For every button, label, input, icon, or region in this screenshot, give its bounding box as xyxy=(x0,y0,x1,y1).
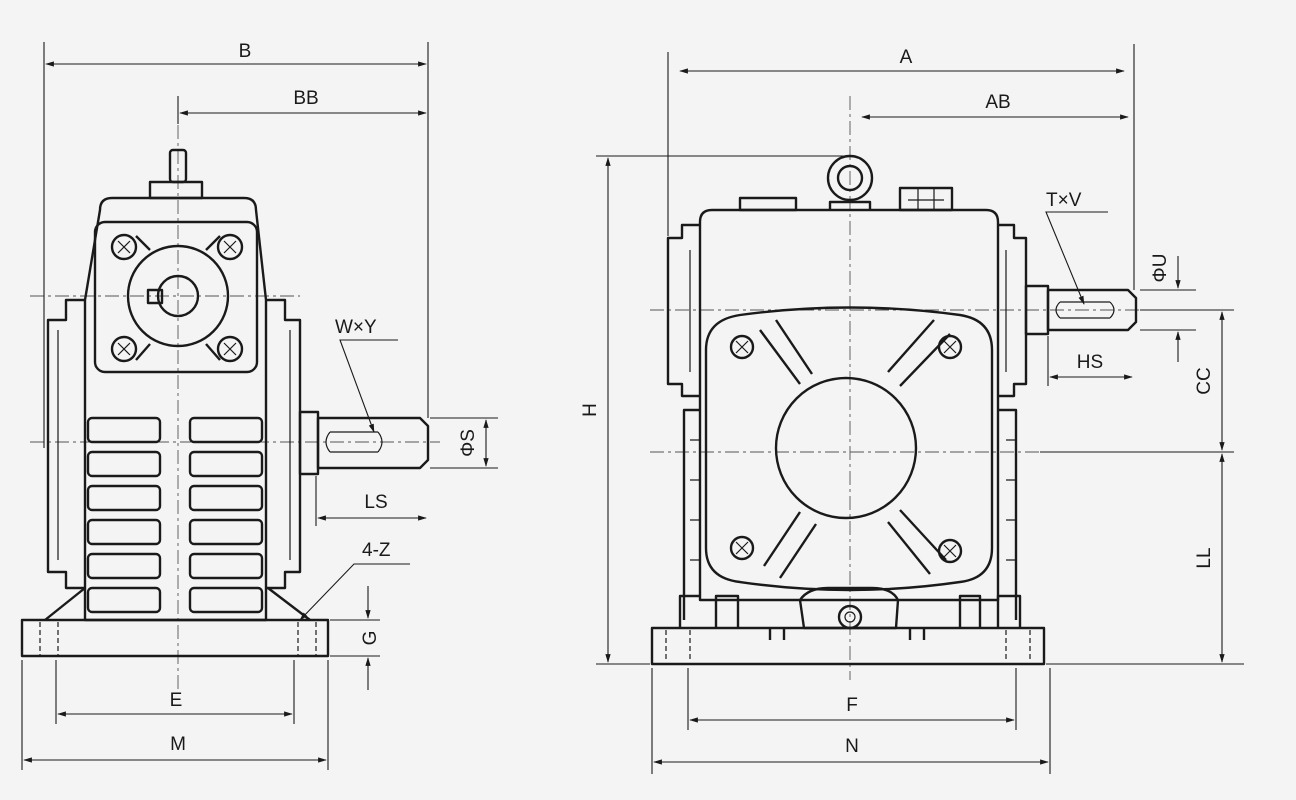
front-view: A AB T×V ΦU HS CC LL H F xyxy=(580,44,1244,774)
front-top-cover xyxy=(738,196,798,212)
front-cover-plate xyxy=(704,306,994,592)
side-input-bore-outer xyxy=(126,244,230,348)
label-ls: LS xyxy=(364,492,387,513)
label-4z: 4-Z xyxy=(362,540,391,561)
front-cover-ribs xyxy=(759,319,951,579)
side-output-shaft xyxy=(316,416,430,470)
label-hs: HS xyxy=(1077,352,1103,373)
front-bolt-tl xyxy=(729,334,755,360)
front-eyebolt-base xyxy=(828,200,872,210)
front-breather-block xyxy=(898,186,954,212)
front-base-holes xyxy=(665,630,1031,662)
label-bb: BB xyxy=(293,88,318,109)
front-drain-plug xyxy=(837,604,863,630)
front-input-keyway xyxy=(1055,301,1115,319)
dim-txv-leader xyxy=(1045,211,1108,305)
front-breather-lines xyxy=(908,188,944,210)
front-bolt-tr xyxy=(937,334,963,360)
label-f: F xyxy=(846,695,858,716)
front-housing xyxy=(698,208,1000,602)
side-view: B BB W×Y ΦS LS 4-Z G E M xyxy=(20,41,498,770)
label-wxy: W×Y xyxy=(335,317,377,338)
label-phi-s: ΦS xyxy=(458,429,479,457)
front-base xyxy=(650,626,1046,666)
side-top-cap xyxy=(148,180,204,200)
side-flange-inner xyxy=(57,330,291,560)
front-side-ribs xyxy=(682,408,1018,620)
label-cc: CC xyxy=(1194,367,1215,394)
side-left-flange xyxy=(46,298,85,590)
front-right-flange xyxy=(998,223,1028,398)
front-drain-boss xyxy=(798,586,900,630)
side-input-flange xyxy=(93,220,259,374)
front-base-slots xyxy=(768,628,926,640)
side-bolt-tr xyxy=(216,233,244,261)
side-bolt-bl xyxy=(110,335,138,363)
label-phi-u: ΦU xyxy=(1150,254,1171,283)
front-input-shaft xyxy=(1046,288,1138,332)
side-right-flange xyxy=(266,298,302,590)
front-left-flange xyxy=(666,223,700,398)
label-g: G xyxy=(360,631,381,646)
dim-4z-leader xyxy=(299,563,410,621)
label-h: H xyxy=(580,403,601,417)
label-a: A xyxy=(900,47,913,68)
side-bolt-br xyxy=(216,335,244,363)
side-housing xyxy=(83,196,268,622)
side-input-key xyxy=(146,288,164,305)
front-rib-ticks xyxy=(690,439,1016,561)
label-n: N xyxy=(845,736,859,757)
label-ab: AB xyxy=(985,92,1010,113)
side-bolt-tl xyxy=(110,233,138,261)
side-output-keyway xyxy=(325,431,383,453)
side-output-hub xyxy=(298,410,320,476)
front-base-feet xyxy=(678,594,1022,628)
side-bolt-holes xyxy=(39,622,317,656)
label-txv: T×V xyxy=(1046,190,1082,211)
dim-wxy-leader xyxy=(339,339,398,433)
front-bolt-br xyxy=(937,538,963,564)
label-ll: LL xyxy=(1194,547,1215,568)
side-cooling-fins xyxy=(86,416,264,614)
side-base-plate xyxy=(20,618,330,658)
side-bolt-hex xyxy=(117,240,237,356)
side-flange-ribs xyxy=(135,235,221,361)
front-bolt-hex xyxy=(735,340,957,558)
label-b: B xyxy=(239,41,252,62)
label-m: M xyxy=(170,734,186,755)
label-e: E xyxy=(170,690,183,711)
front-bolt-bl xyxy=(729,535,755,561)
side-breather-plug xyxy=(168,148,188,184)
front-flange-inner xyxy=(689,250,1007,372)
side-input-bore xyxy=(156,274,200,318)
front-eyebolt-hole xyxy=(836,164,864,192)
front-drain-plug-inner xyxy=(844,611,856,623)
front-output-bore xyxy=(774,376,918,520)
